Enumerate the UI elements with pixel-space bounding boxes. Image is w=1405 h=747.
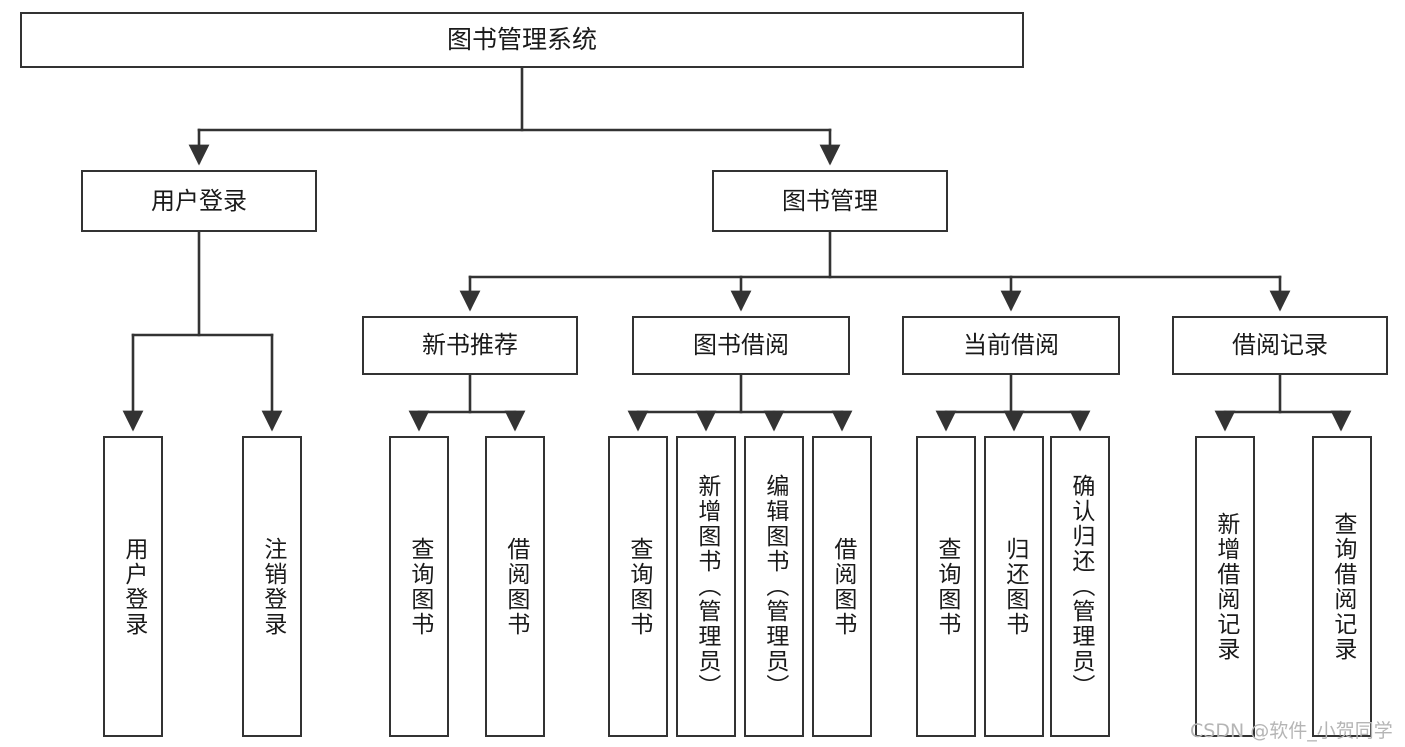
node-leaf-query-borrow-record[interactable]: 查询借阅记录 bbox=[1312, 436, 1372, 737]
node-borrow-record-label: 借阅记录 bbox=[1232, 331, 1328, 360]
node-root-book-management-system[interactable]: 图书管理系统 bbox=[20, 12, 1024, 68]
node-user-login[interactable]: 用户登录 bbox=[81, 170, 317, 232]
node-new-book-recommend[interactable]: 新书推荐 bbox=[362, 316, 578, 375]
node-leaf-query-book-1-label: 查询图书 bbox=[406, 536, 433, 637]
node-borrow-record[interactable]: 借阅记录 bbox=[1172, 316, 1388, 375]
node-leaf-edit-book-admin-label: 编辑图书（管理员） bbox=[761, 474, 788, 699]
node-leaf-borrow-book-1[interactable]: 借阅图书 bbox=[485, 436, 545, 737]
node-root-label: 图书管理系统 bbox=[446, 25, 597, 54]
node-leaf-borrow-book-2[interactable]: 借阅图书 bbox=[812, 436, 872, 737]
node-current-borrow[interactable]: 当前借阅 bbox=[902, 316, 1120, 375]
node-new-book-recommend-label: 新书推荐 bbox=[422, 331, 518, 360]
node-leaf-user-login[interactable]: 用户登录 bbox=[103, 436, 163, 737]
node-book-borrow[interactable]: 图书借阅 bbox=[632, 316, 850, 375]
node-leaf-query-borrow-record-label: 查询借阅记录 bbox=[1329, 511, 1356, 662]
node-leaf-query-book-1[interactable]: 查询图书 bbox=[389, 436, 449, 737]
node-leaf-add-borrow-record[interactable]: 新增借阅记录 bbox=[1195, 436, 1255, 737]
node-leaf-query-book-3[interactable]: 查询图书 bbox=[916, 436, 976, 737]
node-leaf-add-book-admin-label: 新增图书（管理员） bbox=[693, 474, 720, 699]
node-leaf-query-book-2[interactable]: 查询图书 bbox=[608, 436, 668, 737]
node-leaf-query-book-3-label: 查询图书 bbox=[933, 536, 960, 637]
node-leaf-borrow-book-1-label: 借阅图书 bbox=[502, 536, 529, 637]
node-leaf-logout-login-label: 注销登录 bbox=[259, 536, 286, 637]
node-current-borrow-label: 当前借阅 bbox=[963, 331, 1059, 360]
node-leaf-add-book-admin[interactable]: 新增图书（管理员） bbox=[676, 436, 736, 737]
node-leaf-logout-login[interactable]: 注销登录 bbox=[242, 436, 302, 737]
node-user-login-label: 用户登录 bbox=[151, 186, 247, 215]
node-leaf-add-borrow-record-label: 新增借阅记录 bbox=[1212, 511, 1239, 662]
node-leaf-query-book-2-label: 查询图书 bbox=[625, 536, 652, 637]
node-leaf-return-book-label: 归还图书 bbox=[1001, 536, 1028, 637]
node-leaf-return-book[interactable]: 归还图书 bbox=[984, 436, 1044, 737]
node-leaf-edit-book-admin[interactable]: 编辑图书（管理员） bbox=[744, 436, 804, 737]
node-leaf-borrow-book-2-label: 借阅图书 bbox=[829, 536, 856, 637]
node-book-manage[interactable]: 图书管理 bbox=[712, 170, 948, 232]
node-book-borrow-label: 图书借阅 bbox=[693, 331, 789, 360]
node-book-manage-label: 图书管理 bbox=[782, 186, 878, 215]
node-leaf-user-login-label: 用户登录 bbox=[120, 536, 147, 637]
csdn-watermark: CSDN @软件_小贺同学 bbox=[1190, 720, 1393, 742]
node-leaf-confirm-return-admin[interactable]: 确认归还（管理员） bbox=[1050, 436, 1110, 737]
node-leaf-confirm-return-admin-label: 确认归还（管理员） bbox=[1067, 474, 1094, 699]
